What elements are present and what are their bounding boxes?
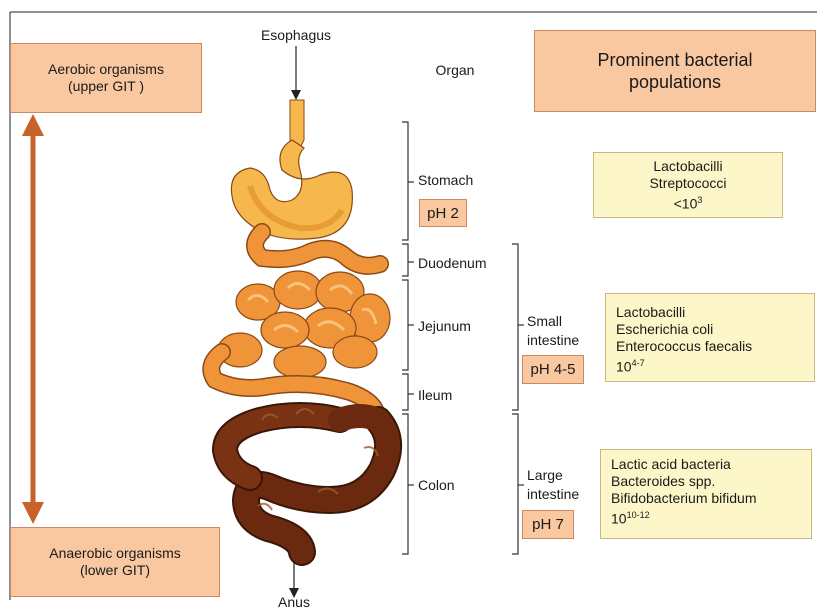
duodenum-label: Duodenum	[418, 255, 487, 271]
colon-bracket	[402, 414, 408, 554]
anaerobic-line-2: (lower GIT)	[80, 562, 150, 579]
small-intestine-bracket	[512, 244, 518, 410]
large-bacteria-count: 1010-12	[611, 507, 811, 528]
colon-label: Colon	[418, 477, 455, 493]
esophagus-label: Esophagus	[256, 27, 336, 43]
anus-label: Anus	[264, 594, 324, 610]
stomach-label: Stomach	[418, 172, 473, 188]
large-intestine-line-2: intestine	[527, 485, 579, 504]
aerobic-line-1: Aerobic organisms	[48, 61, 164, 78]
large-bacteria-3: Bifidobacterium bifidum	[611, 490, 811, 507]
small-intestine-ph-box: pH 4-5	[522, 355, 584, 384]
small-bacteria-1: Lactobacilli	[616, 304, 814, 321]
duodenum-bracket	[402, 244, 408, 276]
large-intestine-label: Large intestine	[527, 466, 579, 504]
ileum-bracket	[402, 374, 408, 410]
ileum-label: Ileum	[418, 387, 452, 403]
large-intestine-bracket	[512, 414, 518, 554]
aerobic-anaerobic-arrow	[22, 114, 44, 524]
small-bacteria-2: Escherichia coli	[616, 321, 814, 338]
large-intestine-bacteria-box: Lactic acid bacteria Bacteroides spp. Bi…	[600, 449, 812, 539]
large-intestine-ph-box: pH 7	[522, 510, 574, 539]
stomach-bacteria-2: Streptococci	[649, 175, 726, 192]
large-bacteria-1: Lactic acid bacteria	[611, 456, 811, 473]
small-bacteria-3: Enterococcus faecalis	[616, 338, 814, 355]
stomach-bacteria-box: Lactobacilli Streptococci <103	[593, 152, 783, 218]
jejunum-label: Jejunum	[418, 318, 471, 334]
small-intestine-line-1: Small	[527, 312, 579, 331]
small-bacteria-count: 104-7	[616, 355, 814, 376]
anaerobic-line-1: Anaerobic organisms	[49, 545, 181, 562]
stomach-bacteria-1: Lactobacilli	[653, 158, 722, 175]
aerobic-organisms-box: Aerobic organisms (upper GIT )	[10, 43, 202, 113]
small-intestine-bacteria-box: Lactobacilli Escherichia coli Enterococc…	[605, 293, 815, 382]
stomach-bracket	[402, 122, 408, 240]
anaerobic-organisms-box: Anaerobic organisms (lower GIT)	[10, 527, 220, 597]
small-intestine-label: Small intestine	[527, 312, 579, 350]
large-bacteria-2: Bacteroides spp.	[611, 473, 811, 490]
large-intestine-line-1: Large	[527, 466, 579, 485]
organ-header: Organ	[420, 62, 490, 78]
digestive-tract-illustration	[211, 100, 390, 552]
stomach-bacteria-count: <103	[674, 192, 703, 213]
jejunum-bracket	[402, 280, 408, 370]
stomach-ph-box: pH 2	[419, 199, 467, 227]
aerobic-line-2: (upper GIT )	[68, 78, 144, 95]
small-intestine-line-2: intestine	[527, 331, 579, 350]
esophagus-arrow	[291, 46, 301, 100]
populations-header-box: Prominent bacterial populations	[534, 30, 816, 112]
